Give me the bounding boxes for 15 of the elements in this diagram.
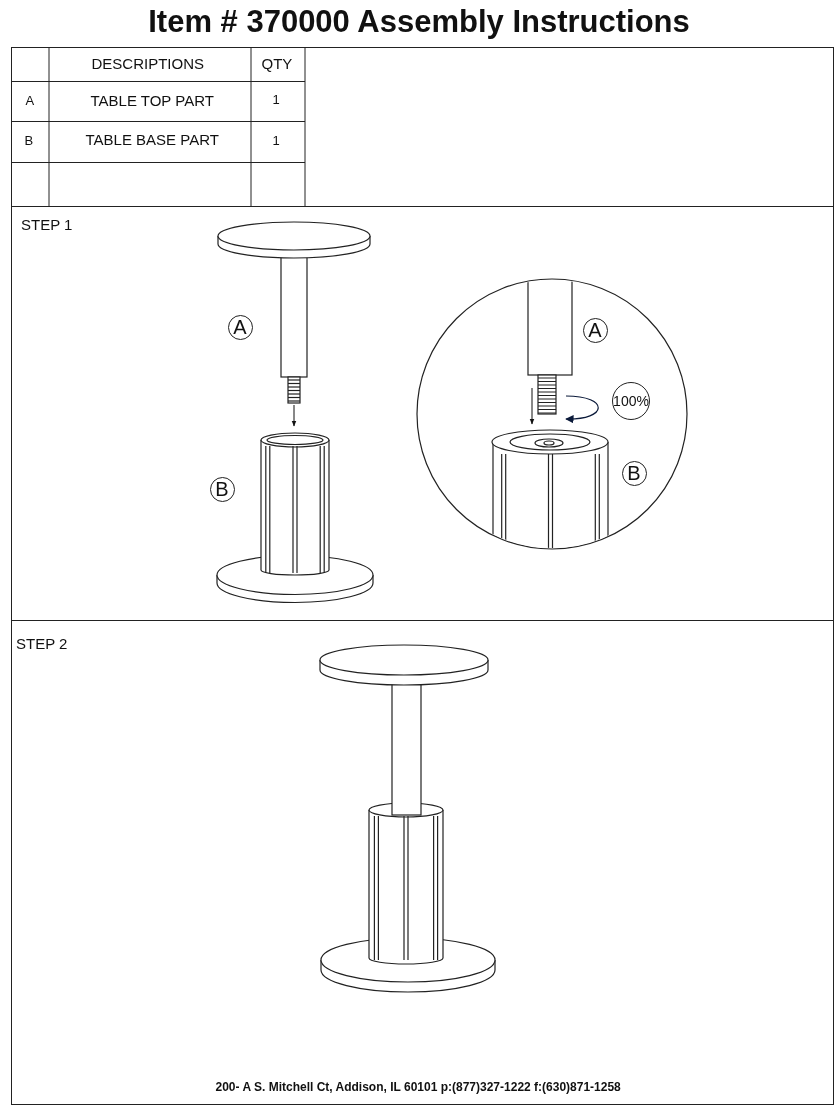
address: 200- A S. Mitchell Ct, Addison, IL 60101 p:(877)327-1222 f:(630)871-1258 bbox=[215, 1079, 621, 1096]
step-heading: STEP 1 bbox=[21, 216, 73, 234]
column-header: DESCRIPTIONS bbox=[91, 55, 204, 73]
quantity: 1 bbox=[272, 91, 280, 109]
part-letter: A bbox=[25, 92, 35, 110]
callout-circle: B bbox=[209, 476, 235, 502]
arrow bbox=[291, 404, 297, 427]
title: Item # 370000 Assembly Instructions bbox=[147, 3, 691, 41]
part-name: TABLE TOP PART bbox=[90, 92, 214, 110]
part-letter: B bbox=[24, 132, 34, 150]
quantity: 1 bbox=[272, 132, 280, 150]
column-header: QTY bbox=[261, 55, 293, 73]
callout-circle: A bbox=[227, 314, 253, 340]
step-heading: STEP 2 bbox=[16, 635, 68, 653]
part-name: TABLE BASE PART bbox=[85, 131, 219, 149]
